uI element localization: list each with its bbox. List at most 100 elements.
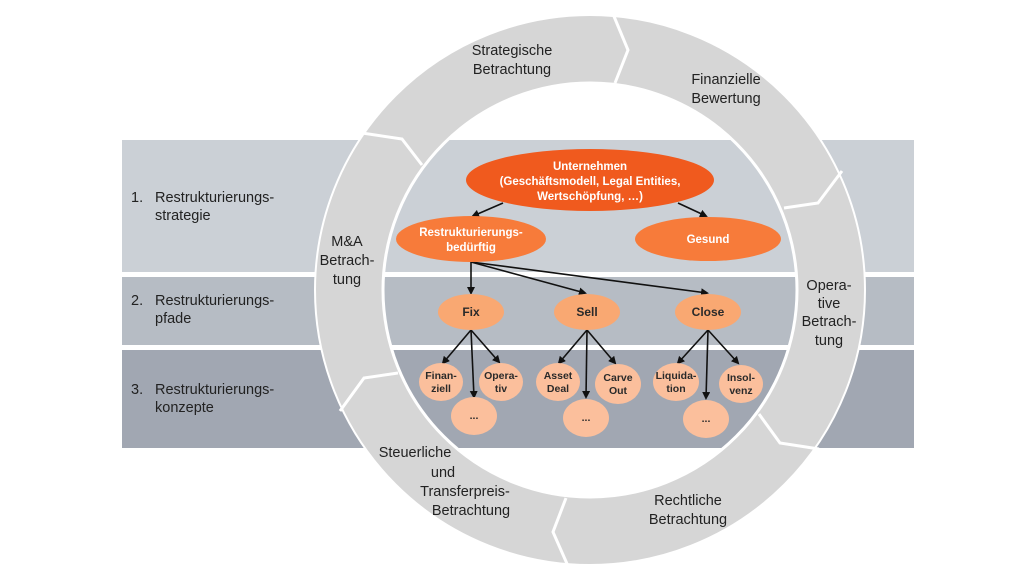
node-sell-carve-out: Carve Out <box>595 364 641 404</box>
node-close-insolvency-line-1: Insol- <box>727 372 756 384</box>
node-fix-operative: Opera- tiv <box>479 363 523 401</box>
node-close-liquidation-line-1: Liquida- <box>656 370 697 382</box>
node-close-shape <box>675 294 741 330</box>
edge-fix-more <box>469 329 478 399</box>
ring-label-tax-line-3: Transferpreis- <box>420 484 510 500</box>
ring-label-ma-line-1: M&A <box>331 234 363 250</box>
ring-label-operative-line-1: Opera- <box>806 278 851 294</box>
node-close-insolvency: Insol- venz <box>719 365 763 403</box>
ring-label-ma-line-2: Betrach- <box>320 253 375 269</box>
ring-label-operative-line-3: Betrach- <box>802 314 857 330</box>
band-label-2-line-1: Restrukturierungs- <box>155 293 274 309</box>
node-fix-shape <box>438 294 504 330</box>
node-close-liquidation: Liquida- tion <box>653 363 699 401</box>
divider-tax-ma <box>338 371 399 412</box>
node-sell-carve-out-shape <box>595 364 641 404</box>
ring-label-ma-line-3: tung <box>333 272 361 288</box>
band-label-3-line-1: Restrukturierungs- <box>155 382 274 398</box>
node-root-line-1: Unternehmen <box>553 161 627 173</box>
node-needs-restructuring-shape <box>396 216 546 262</box>
node-root-shape <box>466 149 714 211</box>
node-fix-more-label: ... <box>470 410 479 422</box>
node-close-liquidation-line-2: tion <box>666 383 685 395</box>
node-close-more-label: ... <box>702 413 711 425</box>
ring-label-strategic-line-1: Strategische <box>472 43 553 59</box>
edge-close-more <box>702 329 711 400</box>
band-labels: 1. Restrukturierungs- strategie 2. Restr… <box>131 190 274 416</box>
edge-root-healthy <box>677 202 708 218</box>
node-sell-asset-deal-line-2: Deal <box>547 383 569 395</box>
edge-sell-asset-deal <box>557 329 588 365</box>
edge-fix-operative <box>470 329 501 364</box>
divider-ma-strategic <box>361 131 424 166</box>
ring-label-legal-line-1: Rechtliche <box>654 493 722 509</box>
divider-financial-operative <box>783 170 844 210</box>
node-sell-more-shape <box>563 399 609 437</box>
node-close-more: ... <box>683 400 729 438</box>
edge-close-insolvency <box>707 329 740 365</box>
edge-fix-financial <box>441 329 472 365</box>
ring-label-legal-line-2: Betrachtung <box>649 512 727 528</box>
ring-inner-edge <box>381 81 799 499</box>
node-fix-operative-line-1: Opera- <box>484 370 518 382</box>
ring-labels: Strategische Betrachtung Finanzielle Bew… <box>320 43 857 528</box>
band-label-1-line-2: strategie <box>155 208 211 224</box>
ring-label-operative-line-2: tive <box>818 296 841 312</box>
node-sell-asset-deal: Asset Deal <box>536 363 580 401</box>
edges-layer <box>441 202 740 400</box>
band-label-3-line-2: konzepte <box>155 400 214 416</box>
node-close-liquidation-shape <box>653 363 699 401</box>
node-needs-restructuring: Restrukturierungs- bedürftig <box>396 216 546 262</box>
ring-outer-edge <box>314 14 866 566</box>
node-fix: Fix <box>438 294 504 330</box>
node-sell-asset-deal-line-1: Asset <box>544 370 573 382</box>
node-fix-operative-shape <box>479 363 523 401</box>
node-fix-more: ... <box>451 397 497 435</box>
node-close-insolvency-shape <box>719 365 763 403</box>
node-sell-carve-out-line-2: Out <box>609 385 628 397</box>
node-healthy-shape <box>635 217 781 261</box>
node-close-insolvency-line-2: venz <box>729 385 752 397</box>
node-needs-restructuring-line-1: Restrukturierungs- <box>419 227 523 239</box>
node-close: Close <box>675 294 741 330</box>
node-sell-more-label: ... <box>582 412 591 424</box>
node-healthy: Gesund <box>635 217 781 261</box>
ring-label-financial-line-1: Finanzielle <box>691 72 760 88</box>
edge-needs-restructuring-close <box>470 261 709 297</box>
ring-label-tax-line-1: Steuerliche <box>379 445 452 461</box>
edge-close-liquidation <box>676 329 709 365</box>
band-number-1: 1. <box>131 190 143 206</box>
nodes-layer: Unternehmen (Geschäftsmodell, Legal Enti… <box>396 149 781 438</box>
node-root-line-3: Wertschöpfung, …) <box>537 191 643 203</box>
node-fix-more-shape <box>451 397 497 435</box>
edge-needs-restructuring-sell <box>470 261 587 296</box>
node-healthy-label: Gesund <box>687 234 730 246</box>
divider-legal-tax <box>551 497 570 567</box>
node-close-more-shape <box>683 400 729 438</box>
divider-operative-legal <box>757 413 820 451</box>
edge-sell-more <box>582 329 591 399</box>
node-sell-asset-deal-shape <box>536 363 580 401</box>
node-sell: Sell <box>554 294 620 330</box>
ring-label-operative-line-4: tung <box>815 333 843 349</box>
ring-label-strategic-line-2: Betrachtung <box>473 62 551 78</box>
band-label-1-line-1: Restrukturierungs- <box>155 190 274 206</box>
node-root-line-2: (Geschäftsmodell, Legal Entities, <box>500 176 681 188</box>
node-fix-financial-line-2: ziell <box>431 383 451 395</box>
ring-label-financial-line-2: Bewertung <box>691 91 760 107</box>
node-needs-restructuring-line-2: bedürftig <box>446 242 496 254</box>
ring <box>314 13 866 567</box>
node-sell-label: Sell <box>576 305 597 319</box>
node-close-label: Close <box>692 305 725 319</box>
node-sell-carve-out-line-1: Carve <box>603 372 632 384</box>
node-fix-label: Fix <box>462 305 480 319</box>
node-fix-financial-shape <box>419 363 463 401</box>
node-fix-operative-line-2: tiv <box>495 383 507 395</box>
node-sell-more: ... <box>563 399 609 437</box>
node-fix-financial-line-1: Finan- <box>425 370 457 382</box>
band-number-2: 2. <box>131 293 143 309</box>
edge-root-needs-restructuring <box>471 202 504 218</box>
edge-sell-carve-out <box>586 329 617 365</box>
